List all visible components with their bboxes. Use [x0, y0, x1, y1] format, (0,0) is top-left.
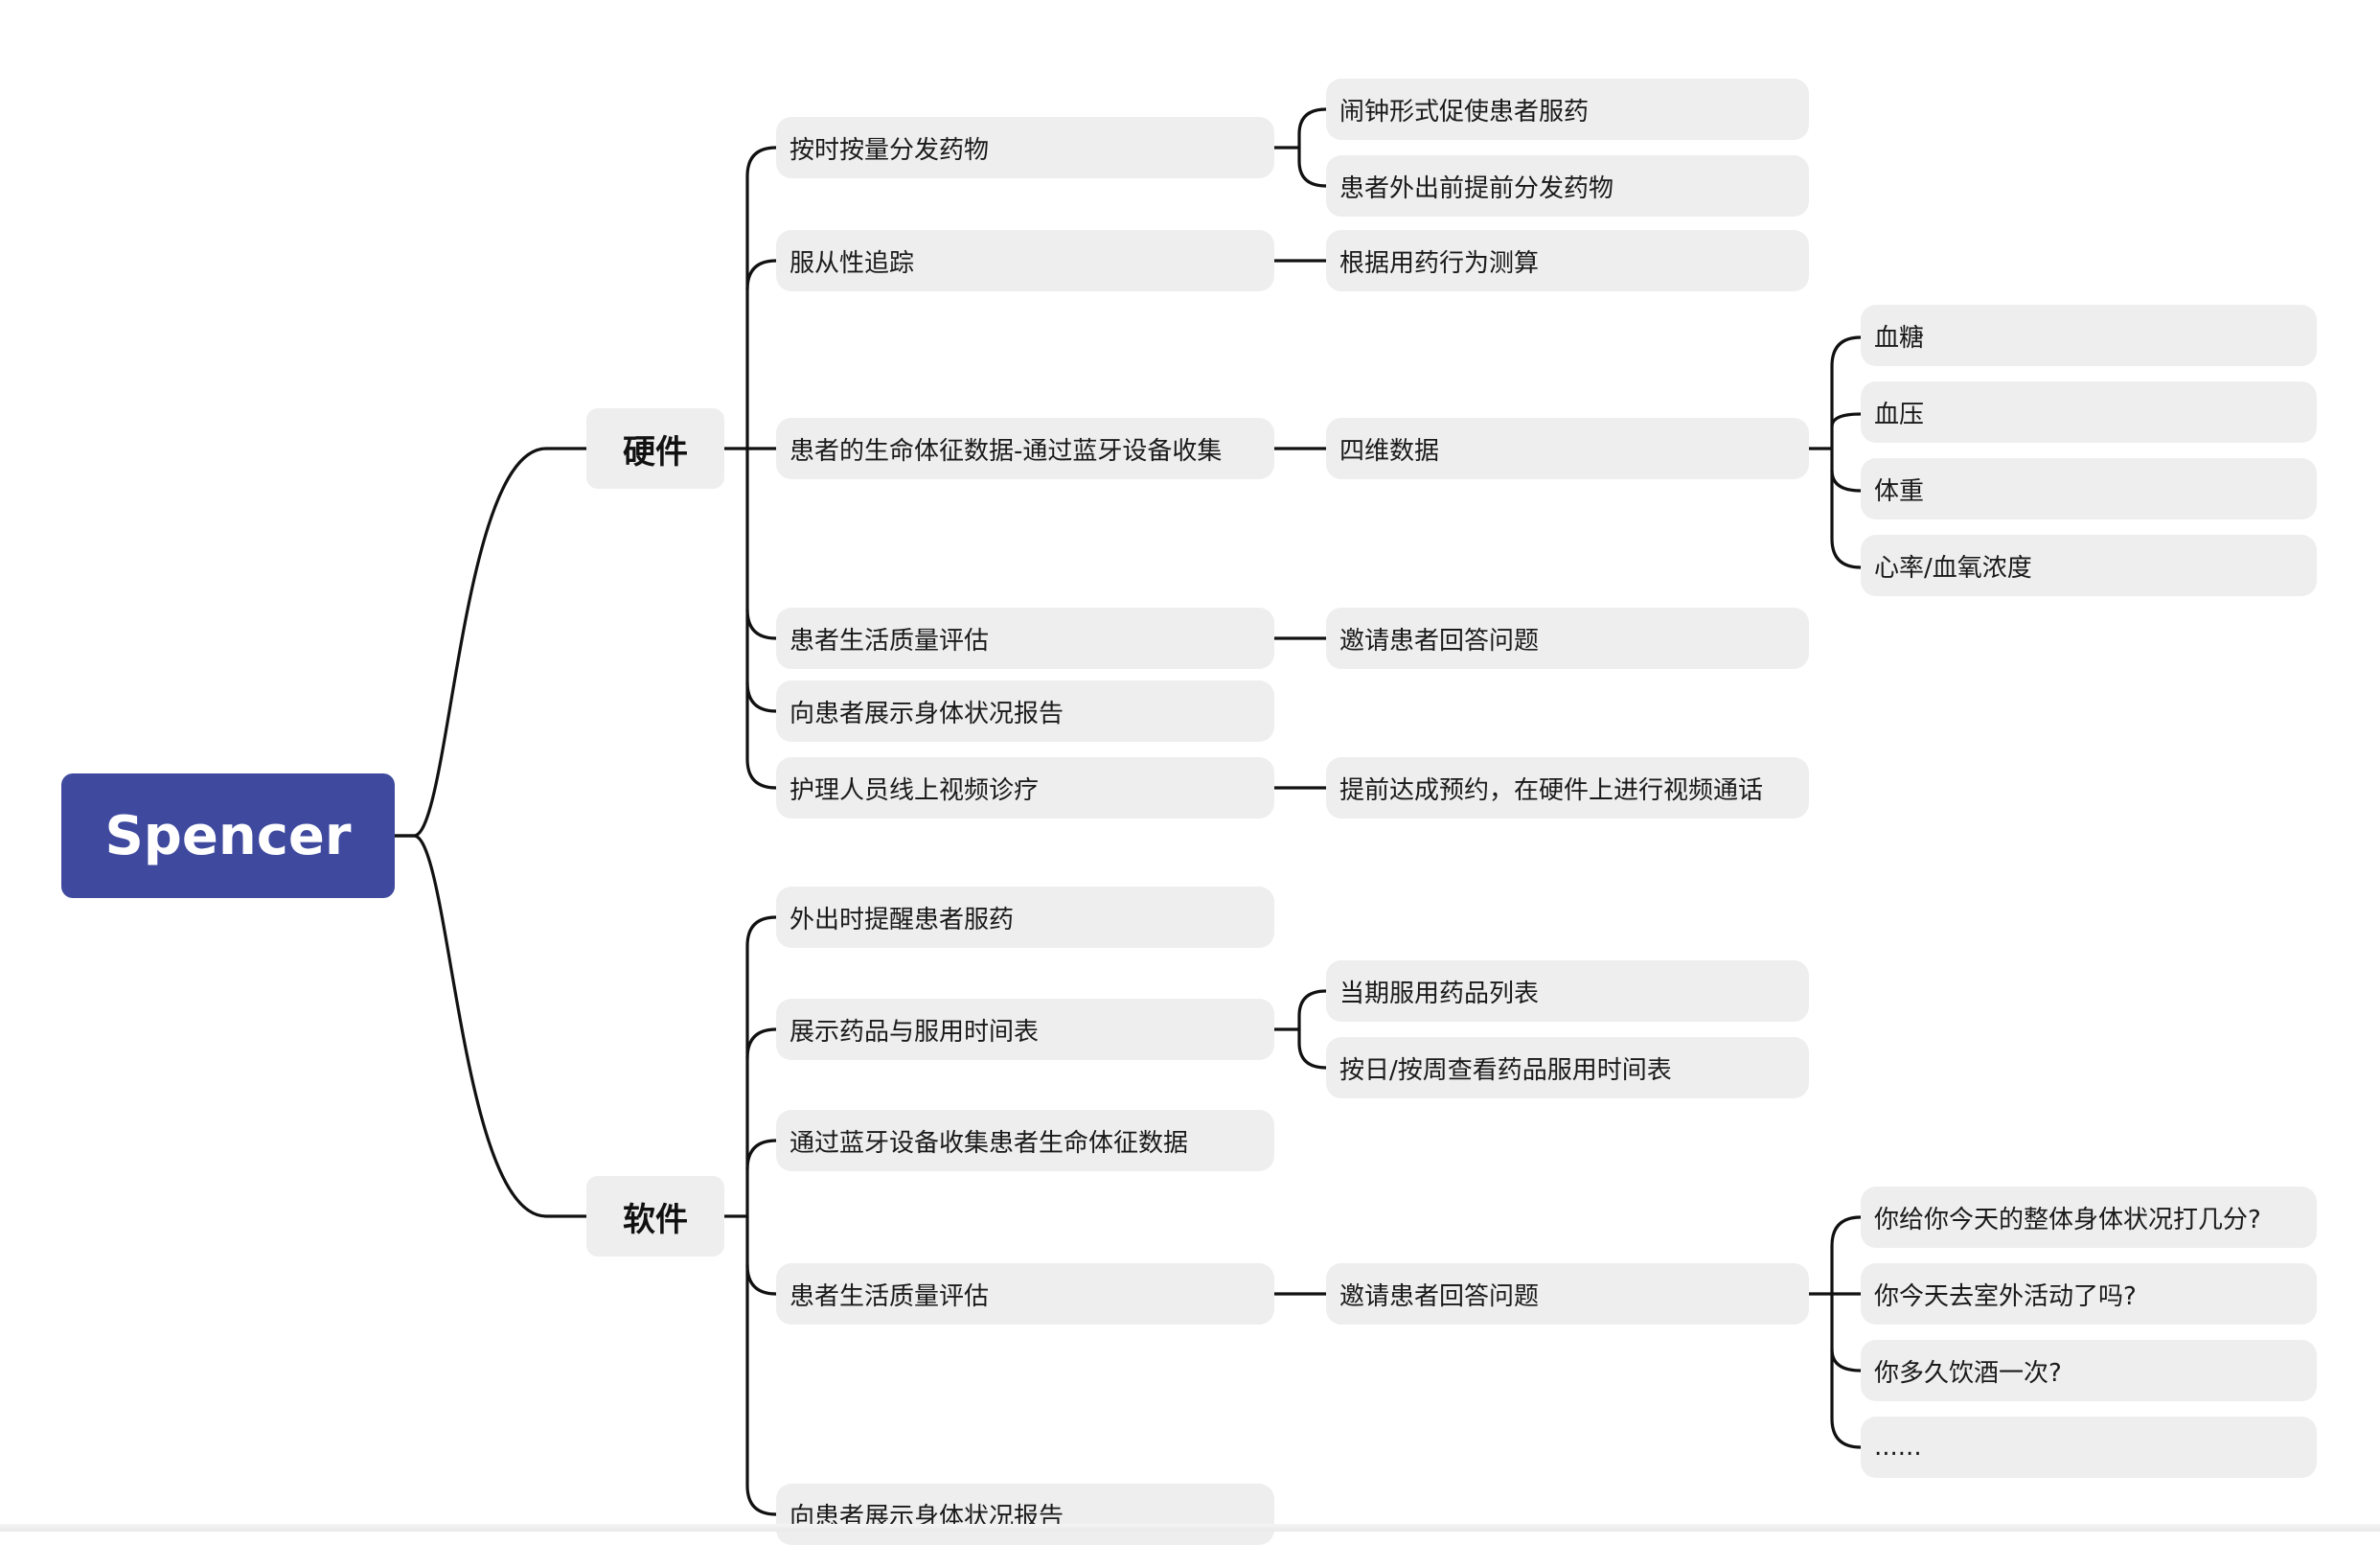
sw-item-reminder[interactable]: 外出时提醒患者服药	[776, 887, 1274, 948]
sw-item-quality[interactable]: 患者生活质量评估	[776, 1263, 1274, 1325]
branch-software[interactable]: 软件	[586, 1176, 724, 1257]
hw-vital-heart-rate[interactable]: 心率/血氧浓度	[1861, 535, 2317, 596]
sw-item-report[interactable]: 向患者展示身体状况报告	[776, 1484, 1274, 1545]
hw-item-report[interactable]: 向患者展示身体状况报告	[776, 680, 1274, 742]
hw-sub-4d-data[interactable]: 四维数据	[1326, 418, 1809, 479]
sw-item-schedule[interactable]: 展示药品与服用时间表	[776, 999, 1274, 1060]
hw-item-dispense[interactable]: 按时按量分发药物	[776, 117, 1274, 178]
hw-sub-predispense[interactable]: 患者外出前提前分发药物	[1326, 155, 1809, 217]
sw-item-vitals[interactable]: 通过蓝牙设备收集患者生命体征数据	[776, 1110, 1274, 1171]
hw-sub-alarm[interactable]: 闹钟形式促使患者服药	[1326, 79, 1809, 140]
bottom-edge	[0, 1524, 2380, 1532]
sw-sub-questions[interactable]: 邀请患者回答问题	[1326, 1263, 1809, 1325]
hw-sub-appointment[interactable]: 提前达成预约，在硬件上进行视频通话	[1326, 757, 1809, 819]
hw-vital-blood-sugar[interactable]: 血糖	[1861, 305, 2317, 366]
hw-vital-blood-pressure[interactable]: 血压	[1861, 381, 2317, 443]
hw-item-vitals[interactable]: 患者的生命体征数据-通过蓝牙设备收集	[776, 418, 1274, 479]
root-node[interactable]: Spencer	[61, 773, 395, 898]
sw-sub-timetable[interactable]: 按日/按周查看药品服用时间表	[1326, 1037, 1809, 1098]
connector-root-software	[393, 834, 588, 1218]
connector-root-hardware	[393, 447, 588, 838]
hw-sub-measure[interactable]: 根据用药行为测算	[1326, 230, 1809, 291]
hw-sub-questions[interactable]: 邀请患者回答问题	[1326, 608, 1809, 669]
sw-question-alcohol[interactable]: 你多久饮酒一次?	[1861, 1340, 2317, 1401]
sw-question-more[interactable]: ......	[1861, 1417, 2317, 1478]
hw-item-compliance[interactable]: 服从性追踪	[776, 230, 1274, 291]
sw-question-outdoor[interactable]: 你今天去室外活动了吗?	[1861, 1263, 2317, 1325]
sw-question-score[interactable]: 你给你今天的整体身体状况打几分?	[1861, 1187, 2317, 1248]
hw-vital-weight[interactable]: 体重	[1861, 458, 2317, 519]
branch-hardware[interactable]: 硬件	[586, 408, 724, 489]
hw-item-video[interactable]: 护理人员线上视频诊疗	[776, 757, 1274, 819]
hw-item-quality[interactable]: 患者生活质量评估	[776, 608, 1274, 669]
sw-sub-med-list[interactable]: 当期服用药品列表	[1326, 960, 1809, 1022]
